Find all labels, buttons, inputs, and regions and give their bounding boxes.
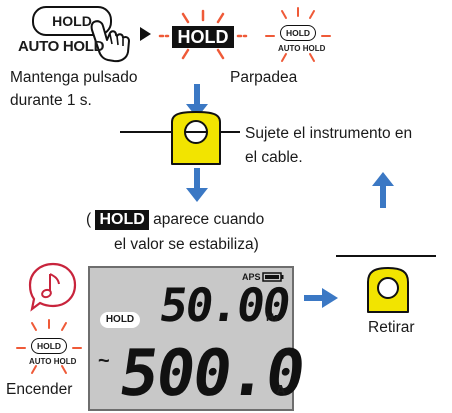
step4-caption-line1: ( HOLD aparece cuando bbox=[86, 210, 264, 230]
arrow-down-icon bbox=[186, 168, 208, 202]
mini-auto-hold-label: AUTO HOLD bbox=[278, 44, 326, 53]
current-unit: A bbox=[276, 382, 286, 397]
step1-caption-line1: Mantenga pulsado bbox=[10, 69, 138, 86]
lcd-hold-label: HOLD bbox=[105, 314, 135, 325]
step4-caption-line2: el valor se estabiliza) bbox=[114, 236, 259, 253]
ac-symbol: ~ bbox=[98, 350, 110, 372]
lcd-hold-indicator: HOLD bbox=[100, 312, 140, 328]
battery-icon bbox=[262, 272, 284, 282]
hold-inline-badge: HOLD bbox=[95, 210, 149, 230]
blink-rays-icon bbox=[158, 9, 248, 60]
remove-caption: Retirar bbox=[368, 319, 415, 336]
arrow-up-icon bbox=[372, 172, 394, 208]
lcd-display: APS HOLD 50.00 Hz ~ 500.0 A bbox=[88, 266, 308, 411]
next-triangle-icon bbox=[140, 27, 151, 41]
frequency-unit: Hz bbox=[266, 312, 280, 324]
left-blink-rays-icon bbox=[16, 319, 82, 374]
clamp-removed-icon bbox=[336, 255, 436, 313]
auto-hold-label: AUTO HOLD bbox=[18, 38, 105, 55]
arrow-down-icon bbox=[186, 84, 208, 118]
arrow-right-icon bbox=[304, 288, 338, 308]
step4-caption-rest: aparece cuando bbox=[153, 211, 265, 228]
pointing-hand-icon bbox=[90, 20, 130, 63]
left-mini-hold-button-label: HOLD bbox=[36, 341, 62, 351]
mini-blink-rays-icon bbox=[265, 7, 331, 62]
aps-label: APS bbox=[242, 272, 261, 282]
step1-caption-line2: durante 1 s. bbox=[10, 92, 92, 109]
left-mini-hold-button: HOLD bbox=[31, 338, 67, 354]
step3-caption-line2: el cable. bbox=[245, 149, 303, 166]
left-mini-auto-hold-label: AUTO HOLD bbox=[29, 357, 77, 366]
open-paren: ( bbox=[86, 211, 92, 228]
mini-hold-button: HOLD bbox=[280, 25, 316, 41]
clamp-on-cable-icon bbox=[120, 111, 240, 165]
mini-hold-button-label: HOLD bbox=[285, 28, 311, 38]
step2-caption: Parpadea bbox=[230, 69, 298, 86]
hold-indicator-blinking: HOLD bbox=[172, 26, 234, 48]
step3-caption-line1: Sujete el instrumento en bbox=[245, 125, 413, 142]
left-caption: Encender bbox=[6, 381, 73, 398]
hold-button-label: HOLD bbox=[52, 13, 92, 29]
current-value: 500.0 bbox=[114, 337, 308, 411]
music-note-icon bbox=[28, 262, 77, 312]
